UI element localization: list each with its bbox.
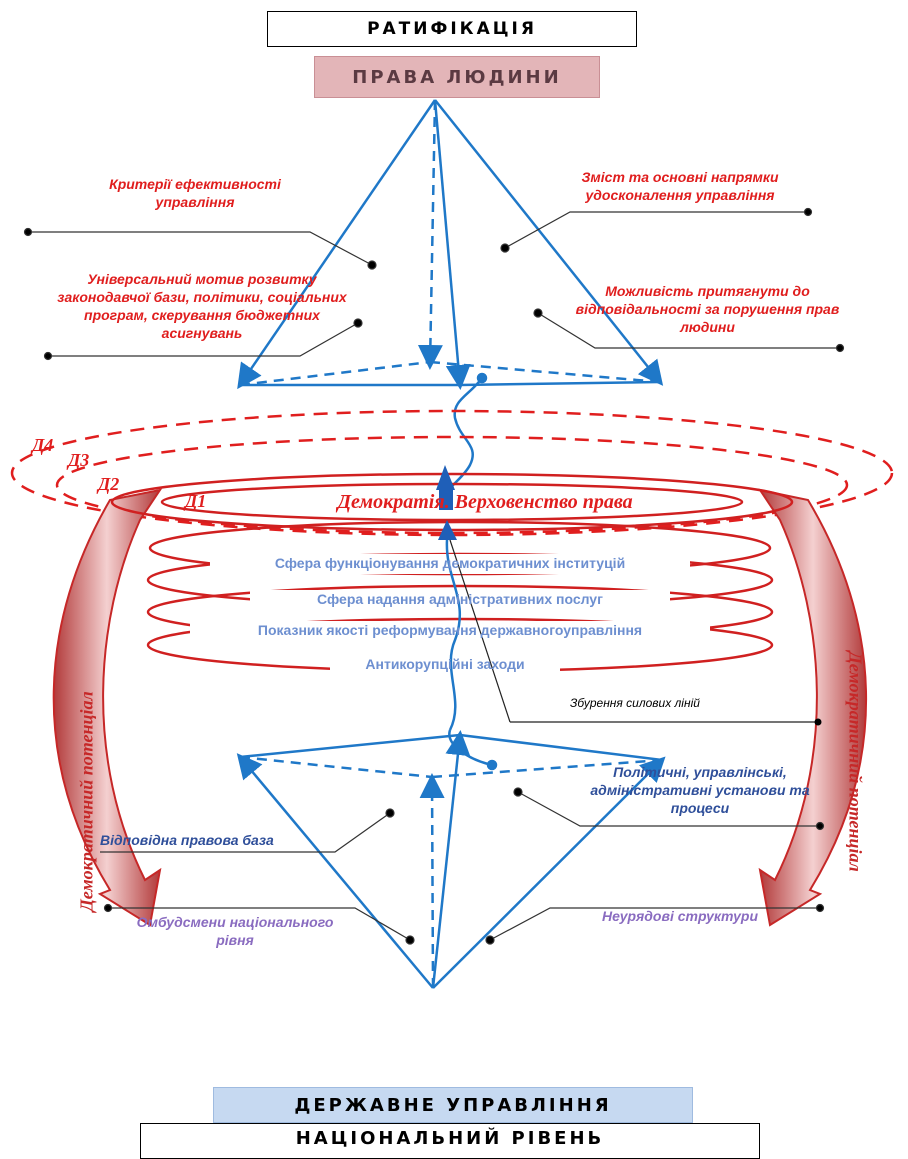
- right-curved-arrow: [757, 488, 868, 927]
- bottom-pyramid: [236, 729, 666, 989]
- responsibility-label: Можливість притягнути до відповідальност…: [575, 283, 840, 335]
- ratification-label: РАТИФІКАЦІЯ: [367, 19, 537, 39]
- state-governance-box: ДЕРЖАВНЕ УПРАВЛІННЯ: [213, 1087, 693, 1123]
- motive-label: Універсальний мотив розвитку законодавчо…: [57, 271, 347, 341]
- legal-base-label: Відповідна правова база: [100, 832, 274, 848]
- left-curved-arrow: [52, 488, 163, 927]
- bottom-leader-lines: [100, 787, 825, 945]
- top-pyramid: [237, 99, 664, 501]
- d3-label: Д3: [68, 450, 90, 470]
- criteria-label: Критерії ефективності управління: [109, 176, 281, 210]
- human-rights-label: ПРАВА ЛЮДИНИ: [352, 66, 562, 88]
- national-level-box: НАЦІОНАЛЬНИЙ РІВЕНЬ: [140, 1123, 760, 1159]
- band-reform-quality: Показник якості реформування державногоу…: [257, 622, 643, 638]
- national-level-label: НАЦІОНАЛЬНИЙ РІВЕНЬ: [295, 1128, 605, 1149]
- d4-label: Д4: [32, 435, 54, 455]
- band-backings: [190, 554, 710, 675]
- top-leader-lines: [23, 207, 845, 361]
- disturbance-label: Збурення силових ліній: [570, 696, 700, 710]
- ombudsmen-label: Омбудсмени національного рівня: [136, 914, 334, 948]
- content-label: Зміст та основні напрямки удосконалення …: [581, 169, 779, 203]
- band-democratic-institutions: Сфера функціонування демократичних інсти…: [274, 555, 626, 571]
- human-rights-box: ПРАВА ЛЮДИНИ: [314, 56, 600, 98]
- state-governance-label: ДЕРЖАВНЕ УПРАВЛІННЯ: [294, 1094, 612, 1116]
- band-admin-services: Сфера надання адміністративних послуг: [317, 591, 603, 607]
- d1-label: Д1: [185, 491, 207, 511]
- band-anticorruption: Антикорупційні заходи: [365, 656, 525, 672]
- d2-label: Д2: [98, 474, 120, 494]
- left-potential-label: Демократичний потенціал: [76, 691, 97, 912]
- central-axis: [436, 465, 822, 731]
- ratification-box: РАТИФІКАЦІЯ: [267, 11, 637, 47]
- ngo-label: Неурядові структури: [601, 908, 759, 924]
- institutions-label: Політичні, управлінські, адміністративні…: [590, 764, 810, 816]
- democracy-title: Демократія. Верховенство права: [337, 491, 633, 513]
- right-potential-label: Демократичний потенціал: [845, 651, 866, 872]
